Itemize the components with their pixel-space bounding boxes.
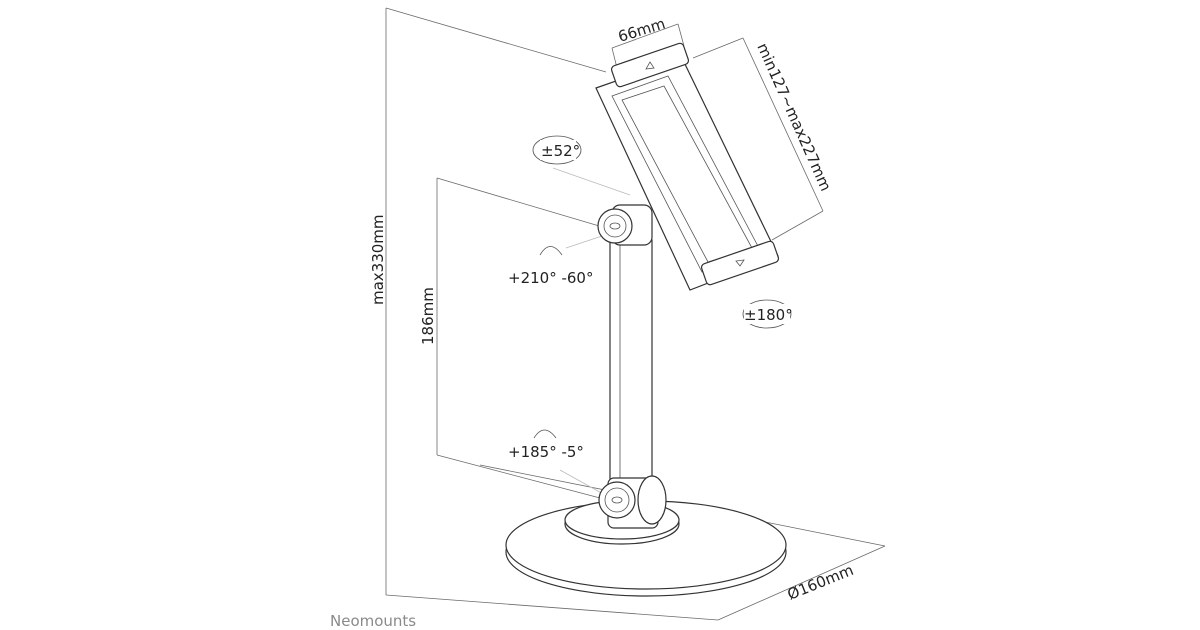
upper-joint-rotation: +210° -60° <box>508 246 593 287</box>
brand-logo: Neomounts <box>330 612 416 630</box>
arm-column <box>597 204 667 529</box>
swivel-rotation: ±180° <box>742 299 793 329</box>
tilt-rotation: ±52° <box>532 135 582 165</box>
holder-range-label: min127~max227mm <box>753 40 835 194</box>
max-height-label: max330mm <box>369 214 387 305</box>
base-diameter-label: Ø160mm <box>785 561 856 604</box>
svg-text:+210° -60°: +210° -60° <box>508 269 593 287</box>
svg-text:+185° -5°: +185° -5° <box>508 443 584 461</box>
lower-joint-knob <box>598 481 636 519</box>
tablet-holder <box>595 42 780 291</box>
upper-joint-knob <box>597 208 633 244</box>
lower-joint-rotation: +185° -5° <box>508 429 584 461</box>
holder-width-label: 66mm <box>616 14 667 45</box>
svg-text:±180°: ±180° <box>744 306 793 324</box>
arm-height-label: 186mm <box>419 287 437 345</box>
svg-text:±52°: ±52° <box>541 142 580 160</box>
